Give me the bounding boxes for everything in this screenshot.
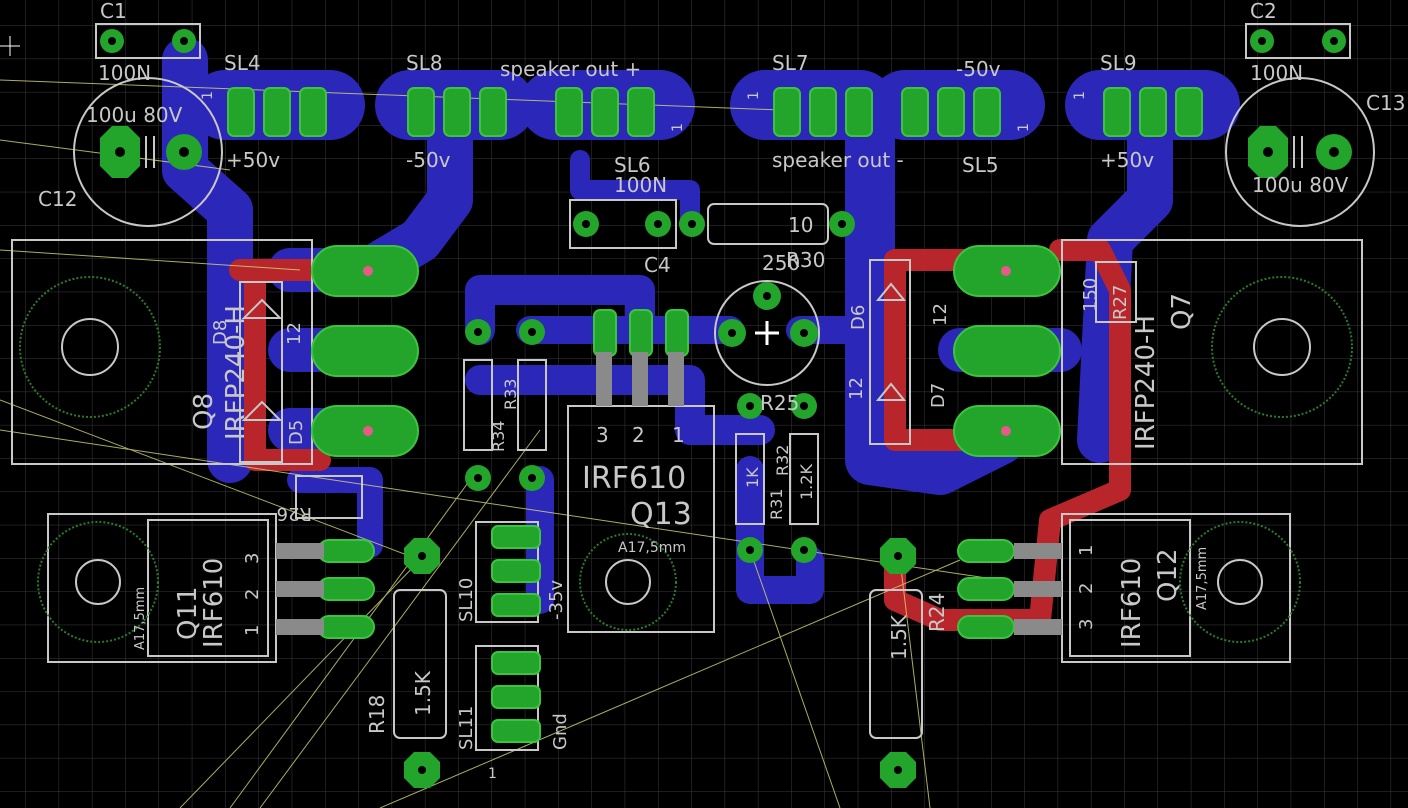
r26-name: R26 — [277, 503, 312, 524]
d8-name: D8 — [210, 320, 231, 345]
silkscreen-labels: C1 100N C2 100N 100u 80V C12 100u 80V C1… — [38, 0, 1405, 782]
q12-hole: A17,5mm — [1195, 547, 1210, 610]
c13-name: C13 — [1366, 91, 1405, 115]
q13-pin-3: 3 — [596, 423, 609, 447]
sl4-name: SL4 — [224, 51, 261, 75]
d6-name: D6 — [848, 305, 869, 330]
pad-holes — [108, 37, 1339, 774]
d6-value: 12 — [930, 303, 951, 326]
q7-part: IRFP240-H — [1131, 315, 1161, 450]
q13-part: IRF610 — [582, 461, 686, 496]
c13-value: 100u 80V — [1252, 173, 1349, 197]
c4-value: 100N — [614, 173, 667, 197]
trace-plus50-right — [1077, 87, 1173, 463]
r25-name: R25 — [760, 391, 799, 415]
q12-pin-3: 3 — [1076, 619, 1097, 630]
sl4-pin: 1 — [200, 91, 216, 100]
sl10-label: -35v — [546, 580, 567, 620]
r30-value: 10 — [788, 213, 813, 237]
r32-value: 1.2K — [797, 464, 816, 500]
sl11-label: Gnd — [550, 713, 571, 750]
q11-part: IRF610 — [199, 558, 229, 648]
r33-name: R33 — [501, 379, 520, 410]
r32-name: R32 — [773, 445, 792, 476]
sl7-label: speaker out - — [772, 148, 904, 172]
sl7-name: SL7 — [772, 51, 809, 75]
top-trace-r24 — [884, 549, 981, 631]
c1-value: 100N — [98, 61, 151, 85]
d5-name: D5 — [286, 420, 307, 445]
q11-pin-3: 3 — [242, 553, 263, 564]
sl5-pin: 1 — [1016, 123, 1032, 132]
c2-value: 100N — [1250, 61, 1303, 85]
pcb-plus-markers — [755, 321, 779, 345]
sl8-name: SL8 — [406, 51, 443, 75]
q13-name: Q13 — [630, 497, 692, 532]
r24-name: R24 — [925, 593, 949, 632]
q11-name: Q11 — [173, 586, 203, 640]
sl9-label: +50v — [1100, 148, 1154, 172]
sl10-name: SL10 — [456, 578, 477, 622]
q11-pin-1: 1 — [242, 625, 263, 636]
transistor-legs — [276, 352, 1062, 635]
r27-name: R27 — [1110, 285, 1131, 320]
smd-pad-centers — [363, 266, 1011, 436]
q12-name: Q12 — [1153, 548, 1183, 602]
r31-value: 1K — [743, 467, 762, 488]
r18-name: R18 — [365, 695, 389, 734]
sl5-label: -50v — [956, 57, 1001, 81]
d8-value: 12 — [284, 322, 305, 345]
q13-pin-1: 1 — [672, 423, 685, 447]
q8-name: Q8 — [189, 393, 219, 430]
airwires — [0, 79, 1001, 808]
top-trace-left-diode — [244, 269, 331, 471]
q13-pin-2: 2 — [632, 423, 645, 447]
r27-value: 150 — [1080, 278, 1101, 312]
c1-name: C1 — [100, 0, 127, 23]
r25-value: 250 — [762, 251, 800, 275]
sl4-label: +50v — [226, 148, 280, 172]
sl6-pin: 1 — [670, 123, 686, 132]
sl5-name: SL5 — [962, 153, 999, 177]
q11-hole: A17,5mm — [133, 587, 148, 650]
c12-name: C12 — [38, 187, 77, 211]
sl7-pin: 1 — [746, 91, 762, 100]
q8-part: IRFP240-H — [221, 305, 251, 440]
q7-name: Q7 — [1167, 293, 1197, 330]
q13-hole: A17,5mm — [618, 540, 686, 556]
trace-c4-r30 — [570, 150, 700, 235]
crosshair-cursor-icon — [0, 36, 20, 56]
r31-name: R31 — [767, 489, 786, 520]
sl6-name: SL6 — [614, 153, 651, 177]
silkscreen-outlines — [11, 23, 1375, 751]
r30-name: R30 — [786, 248, 825, 272]
trace-r31-q13 — [736, 456, 824, 604]
q12-pin-2: 2 — [1076, 583, 1097, 594]
r18-value: 1.5K — [411, 670, 435, 716]
sl8-label: -50v — [406, 148, 451, 172]
r24-value: 1.5K — [887, 614, 911, 660]
c4-name: C4 — [644, 253, 671, 277]
sl9-pin: 1 — [1072, 91, 1088, 100]
trace-plus50-left — [162, 37, 253, 483]
d7-value: 12 — [846, 377, 867, 400]
sl11-pin: 1 — [488, 766, 497, 782]
top-trace-right-diode — [884, 249, 971, 451]
q12-pin-1: 1 — [1076, 545, 1097, 556]
sl11-name: SL11 — [456, 706, 477, 750]
sl6-label: speaker out + — [500, 57, 641, 81]
d7-name: D7 — [928, 383, 949, 408]
q11-pin-2: 2 — [242, 589, 263, 600]
trace-r26 — [287, 467, 383, 558]
q12-part: IRF610 — [1117, 558, 1147, 648]
c12-value: 100u 80V — [86, 103, 183, 127]
c2-name: C2 — [1250, 0, 1277, 23]
sl9-name: SL9 — [1100, 51, 1137, 75]
r34-name: R34 — [489, 421, 508, 452]
